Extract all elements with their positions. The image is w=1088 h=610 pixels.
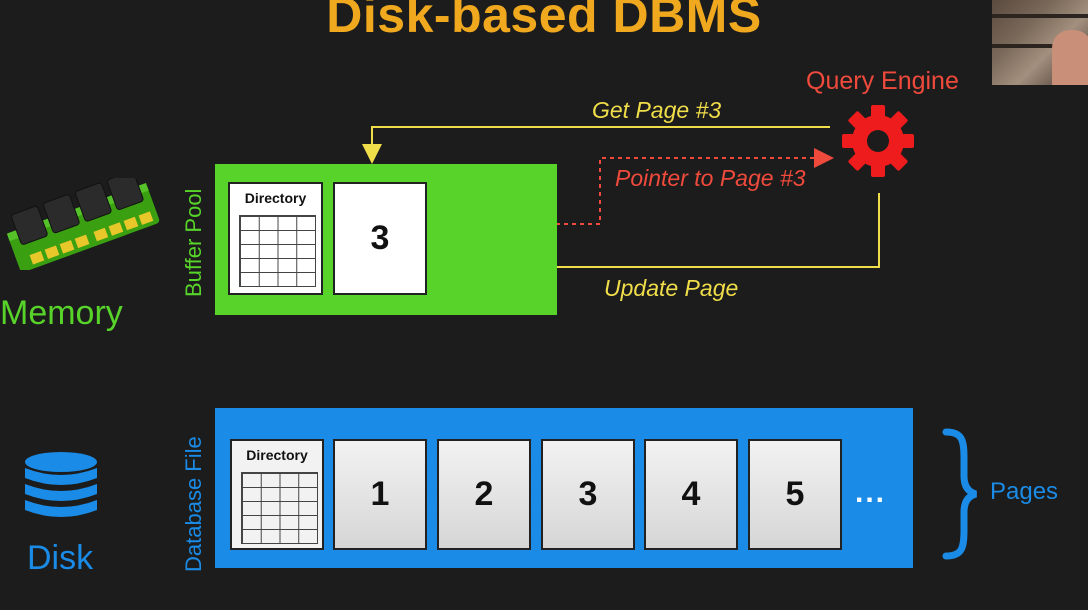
pointer-arrow [428,148,834,225]
update-page-label: Update Page [604,275,739,301]
presenter-webcam [992,0,1088,85]
page-title: Disk-based DBMS [326,0,762,43]
buffer-pool-page: 3 [333,182,427,295]
pointer-label: Pointer to Page #3 [615,165,806,191]
directory-label: Directory [244,190,307,206]
database-file-label: Database File [181,436,206,572]
database-page: 2 [437,439,531,550]
buffer-pool-label: Buffer Pool [181,188,206,297]
directory-grid [241,472,318,544]
get-page-arrow [362,126,830,164]
pages-label: Pages [990,478,1059,505]
gear-icon [842,105,914,177]
database-disk-icon [25,452,97,517]
disk-label: Disk [27,539,94,577]
query-engine-label: Query Engine [806,67,959,95]
memory-label: Memory [0,294,123,332]
update-page-arrow [428,193,880,277]
get-page-label: Get Page #3 [592,97,722,123]
database-page: 3 [541,439,635,550]
database-file: Directory 1 2 3 4 5 ... [215,408,913,568]
database-page: 1 [333,439,427,550]
directory-label: Directory [246,447,308,463]
database-page: 5 [748,439,842,550]
memory-stick-icon [6,178,160,270]
database-file-directory: Directory [230,439,324,550]
buffer-pool: Directory 3 [215,164,557,315]
database-page: 4 [644,439,738,550]
more-pages-ellipsis: ... [855,476,887,509]
directory-grid [239,215,316,287]
buffer-pool-directory: Directory [228,182,323,295]
curly-brace-icon [942,428,978,560]
